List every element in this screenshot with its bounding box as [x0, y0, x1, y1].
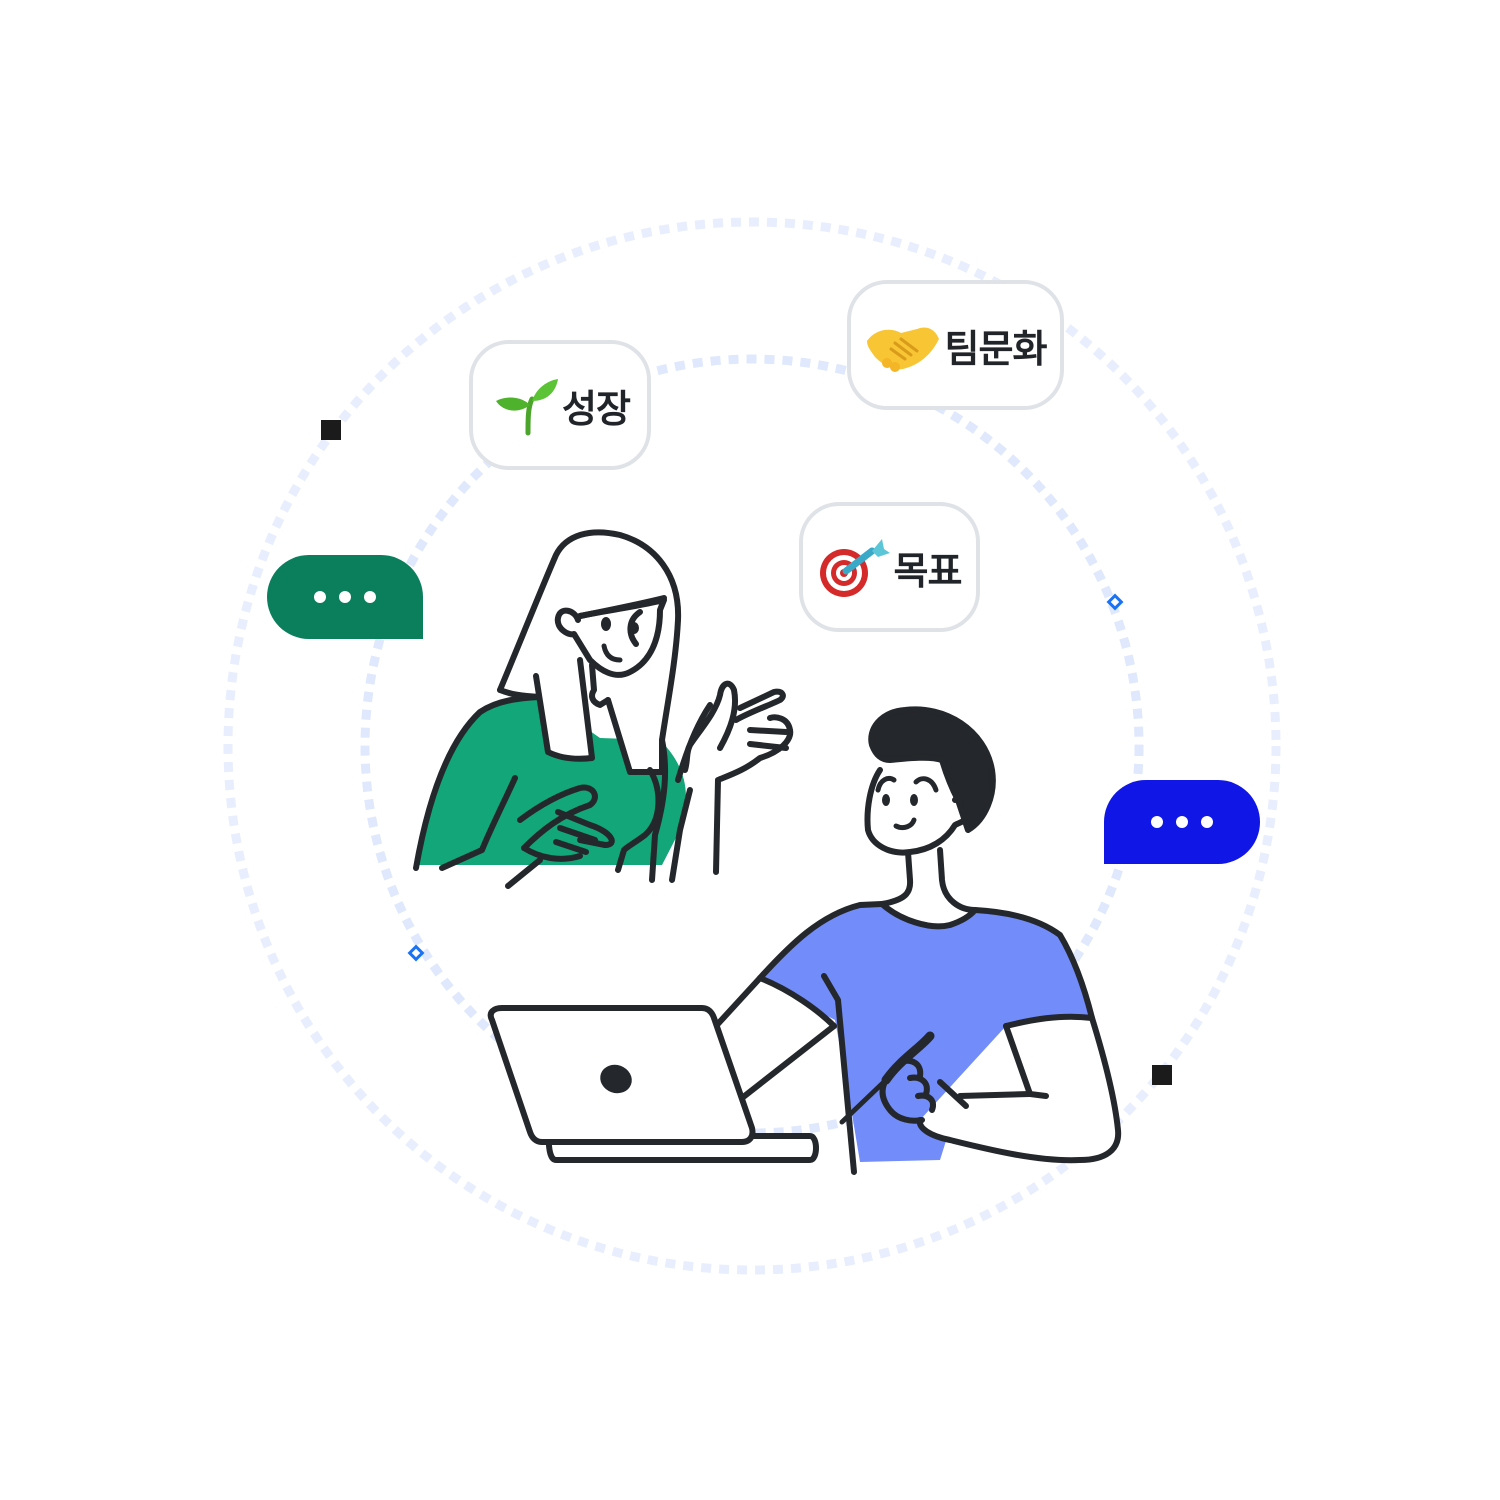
- woman-figure: [413, 529, 794, 889]
- decor-square-icon: [1152, 1065, 1172, 1085]
- handshake-icon: [866, 327, 939, 372]
- ellipsis-dot: [1176, 816, 1188, 828]
- inner-orbit-ring: [360, 354, 1144, 1138]
- laptop: [487, 1005, 819, 1163]
- decor-square-icon: [321, 420, 341, 440]
- ellipsis-dot: [339, 591, 351, 603]
- ellipsis-dot: [1201, 816, 1213, 828]
- target-dart-icon: [819, 539, 890, 597]
- chip-growth-label: 성장: [562, 386, 631, 431]
- chip-team-culture: 팀문화: [847, 280, 1064, 410]
- chip-team-culture-label: 팀문화: [944, 326, 1048, 371]
- ellipsis-dot: [1151, 816, 1163, 828]
- chip-growth: 성장: [469, 340, 651, 470]
- speech-bubble-right: [1104, 780, 1260, 864]
- seedling-icon: [496, 379, 559, 436]
- speech-bubble-left: [267, 555, 423, 639]
- ellipsis-dot: [314, 591, 326, 603]
- ellipsis-dot: [364, 591, 376, 603]
- chip-goal-label: 목표: [893, 548, 963, 593]
- laptop-logo-icon: [600, 1064, 632, 1094]
- outer-orbit-ring: [223, 217, 1281, 1275]
- man-figure: [713, 706, 1122, 1175]
- chip-goal: 목표: [799, 502, 980, 632]
